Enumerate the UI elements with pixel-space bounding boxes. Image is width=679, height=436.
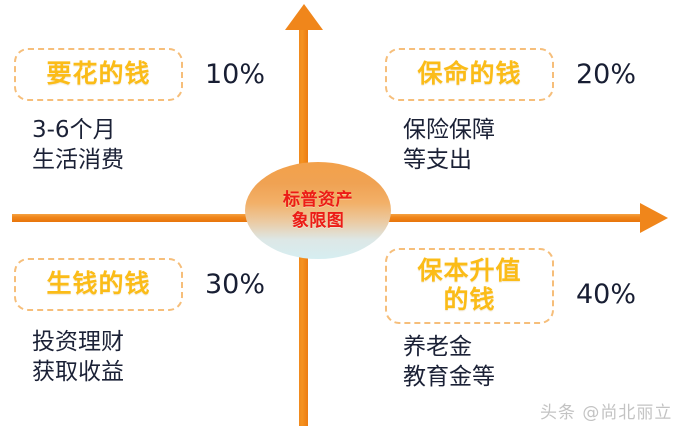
quadrant-top-right-desc-line-1: 保险保障: [403, 117, 495, 143]
quadrant-bottom-right-header: 保本升值 的钱 40%: [385, 248, 636, 324]
quadrant-bottom-left-tag[interactable]: 生钱的钱: [14, 258, 183, 311]
quadrant-bottom-left-description: 投资理财 获取收益: [32, 327, 265, 388]
quadrant-top-right-header: 保命的钱 20%: [385, 48, 636, 101]
hub-title-line-2: 象限图: [291, 210, 345, 231]
quadrant-bottom-right-desc-line-1: 养老金: [403, 334, 472, 360]
quadrant-top-right-tag[interactable]: 保命的钱: [385, 48, 554, 101]
quadrant-top-right: 保命的钱 20% 保险保障 等支出: [385, 48, 636, 176]
quadrant-top-left-desc-line-2: 生活消费: [32, 147, 124, 174]
quadrant-top-left-percent: 10%: [205, 59, 266, 90]
quadrant-top-left-tag-line-1: 要花的钱: [46, 59, 151, 88]
quadrant-top-left: 要花的钱 10% 3-6个月 生活消费: [14, 48, 265, 176]
center-hub: 标普资产 象限图: [245, 162, 391, 259]
quadrant-top-right-percent: 20%: [576, 59, 637, 90]
quadrant-top-left-header: 要花的钱 10%: [14, 48, 265, 101]
quadrant-bottom-left-header: 生钱的钱 30%: [14, 258, 265, 311]
quadrant-bottom-right-tag-line-1: 保本升值: [417, 256, 522, 285]
quadrant-bottom-right: 保本升值 的钱 40% 养老金 教育金等: [385, 248, 636, 393]
quadrant-bottom-right-tag[interactable]: 保本升值 的钱: [385, 248, 554, 324]
quadrant-top-right-description: 保险保障 等支出: [403, 115, 636, 176]
quadrant-bottom-left-desc-line-2: 获取收益: [32, 359, 124, 386]
quadrant-top-right-desc-line-2: 等支出: [403, 147, 472, 174]
quadrant-bottom-left-tag-line-1: 生钱的钱: [46, 269, 151, 298]
hub-title-line-1: 标普资产: [283, 190, 353, 211]
quadrant-bottom-left: 生钱的钱 30% 投资理财 获取收益: [14, 258, 265, 388]
quadrant-top-left-tag[interactable]: 要花的钱: [14, 48, 183, 101]
quadrant-bottom-right-description: 养老金 教育金等: [403, 332, 636, 393]
quadrant-bottom-right-desc-line-2: 教育金等: [403, 364, 495, 391]
watermark: 头条 @尚北丽立: [540, 403, 673, 423]
quadrant-bottom-left-percent: 30%: [205, 269, 266, 300]
quadrant-top-left-desc-line-1: 3-6个月: [32, 117, 116, 143]
quadrant-bottom-right-percent: 40%: [576, 278, 637, 310]
quadrant-top-right-tag-line-1: 保命的钱: [417, 59, 522, 88]
arrow-right-icon: [640, 203, 668, 233]
quadrant-bottom-left-desc-line-1: 投资理财: [32, 329, 124, 355]
quadrant-bottom-right-tag-line-2: 的钱: [443, 285, 496, 314]
quadrant-top-left-description: 3-6个月 生活消费: [32, 115, 265, 176]
arrow-up-icon: [285, 4, 323, 30]
